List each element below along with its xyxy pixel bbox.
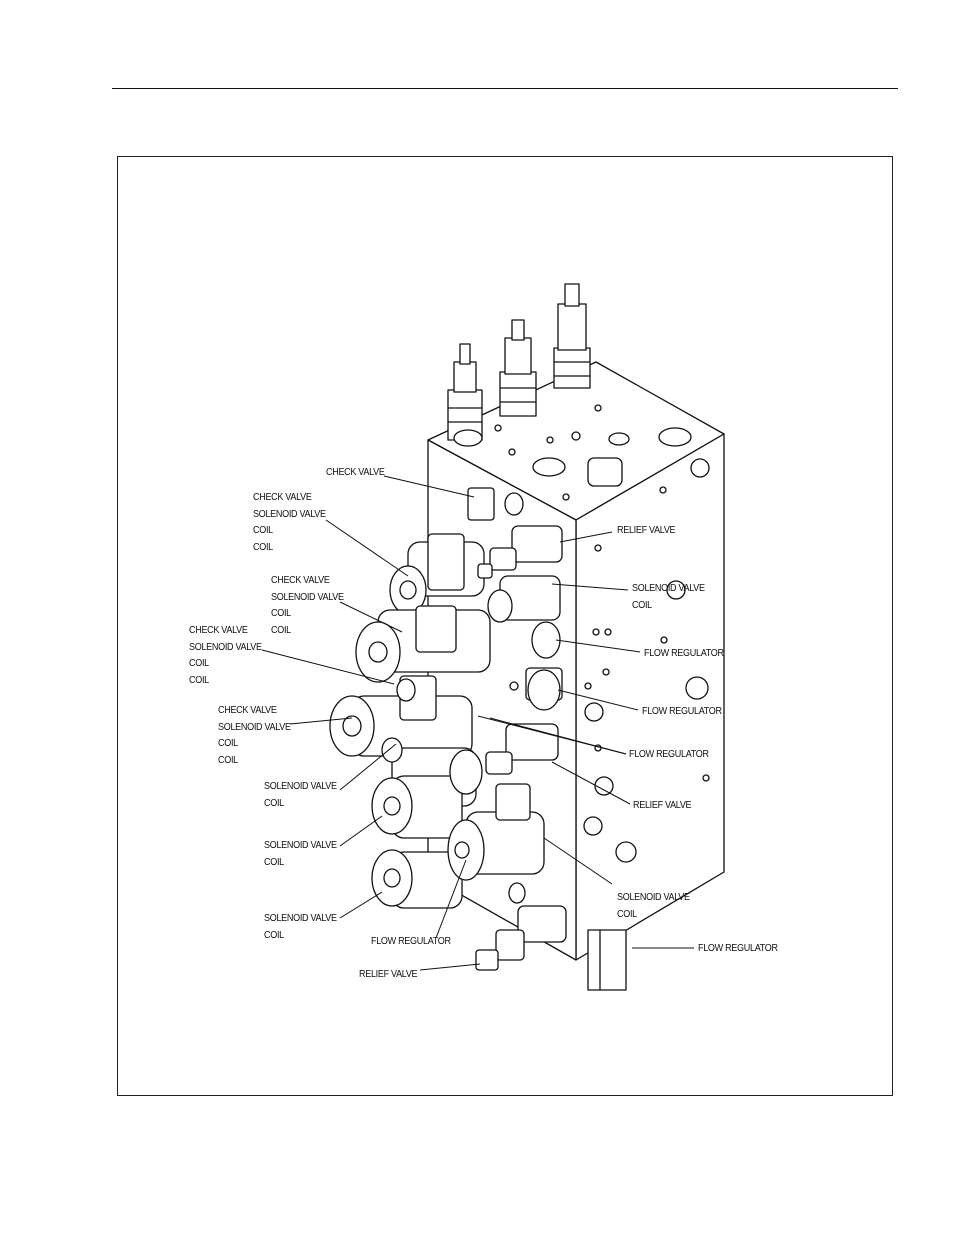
callout-relief-valve-bottom: RELIEF VALVE [359,968,418,980]
flow-regulator-2 [525,667,563,711]
solenoid-right-upper [487,575,561,623]
top-cartridge-3 [553,283,591,389]
check-valve-hex [467,487,495,521]
callout-check-valve: CHECK VALVE [326,466,385,478]
callout-flow-regulator-far-right: FLOW REGULATOR [698,942,778,954]
callout-flow-regulator-bottom-left: FLOW REGULATOR [371,935,451,947]
callout-flow-regulator-right-1: FLOW REGULATOR [644,647,724,659]
callout-flow-regulator-right-2: FLOW REGULATOR [642,705,722,717]
header-rule [112,88,898,89]
bottom-flow-regulator [587,929,627,991]
top-cartridge-1 [447,343,483,441]
figure-frame [117,156,893,1096]
coil-1 [389,533,485,615]
relief-valve-upper [477,525,563,579]
callout-flow-regulator-right-3: FLOW REGULATOR [629,748,709,760]
coil-2 [355,605,491,683]
callout-relief-valve-right-2: RELIEF VALVE [633,799,692,811]
flow-regulator-1 [531,621,561,659]
callout-relief-valve-top-right: RELIEF VALVE [617,524,676,536]
top-cartridge-2 [499,319,537,417]
coil-7 [447,783,545,881]
relief-valve-bottom [475,905,567,971]
flow-regulator-3 [449,749,483,795]
coil-5 [371,775,463,839]
